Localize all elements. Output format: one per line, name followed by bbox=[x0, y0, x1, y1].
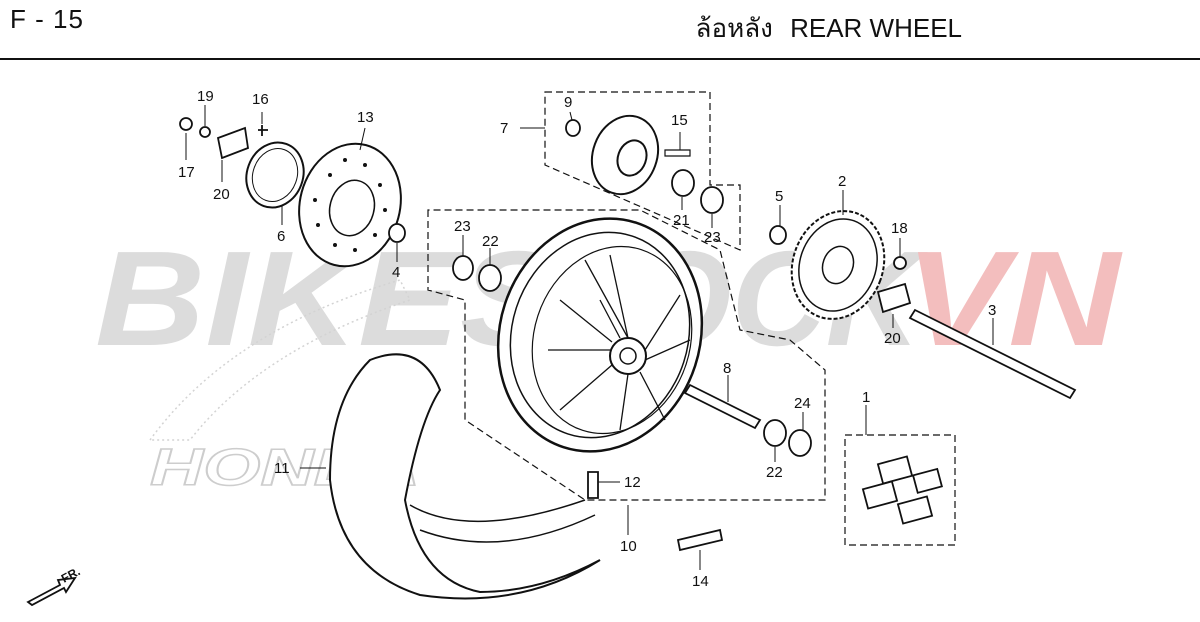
callout-14: 14 bbox=[692, 573, 709, 590]
callout-3: 3 bbox=[988, 302, 996, 319]
plate-20-right bbox=[876, 282, 912, 314]
callout-5: 5 bbox=[775, 188, 783, 205]
spacer-8 bbox=[683, 383, 762, 430]
header-divider bbox=[0, 58, 1200, 60]
valve-12 bbox=[587, 471, 599, 499]
callout-4: 4 bbox=[392, 264, 400, 281]
collar-5 bbox=[769, 225, 787, 245]
brake-disc bbox=[298, 142, 402, 268]
front-direction-arrow: FR. bbox=[26, 564, 82, 607]
callout-13: 13 bbox=[357, 109, 374, 126]
damper-rubber-d bbox=[911, 467, 943, 494]
collar-9 bbox=[565, 119, 581, 137]
nut-17 bbox=[179, 117, 193, 131]
washer-19 bbox=[199, 126, 211, 138]
wheel-rim bbox=[496, 217, 704, 453]
callout-16: 16 bbox=[252, 91, 269, 108]
small-parts bbox=[179, 117, 1077, 552]
bearing-22-right bbox=[763, 419, 787, 447]
callout-21: 21 bbox=[673, 212, 690, 229]
callout-10: 10 bbox=[620, 538, 637, 555]
callout-22-left: 22 bbox=[482, 233, 499, 250]
callout-7: 7 bbox=[500, 120, 508, 137]
title-english: REAR WHEEL bbox=[790, 13, 962, 43]
hub-group-frame bbox=[544, 91, 741, 251]
callout-23-left: 23 bbox=[454, 218, 471, 235]
seal-23-left bbox=[452, 255, 474, 281]
title-thai: ล้อหลัง bbox=[695, 13, 773, 43]
seal-23-top bbox=[700, 186, 724, 214]
tire bbox=[328, 353, 601, 600]
wheel-group-frame bbox=[427, 209, 826, 501]
axle-3 bbox=[908, 308, 1077, 400]
bearing-22-left bbox=[478, 264, 502, 292]
page-code: F - 15 bbox=[10, 4, 84, 34]
arrow-icon bbox=[26, 576, 77, 607]
plate-20-left bbox=[216, 126, 249, 160]
sprocket bbox=[790, 210, 886, 320]
damper-rubber-c bbox=[896, 495, 934, 525]
sprocket-hub-flange bbox=[590, 114, 691, 196]
weight-14 bbox=[676, 528, 724, 552]
collar-4 bbox=[388, 223, 406, 243]
leader-lines bbox=[185, 105, 994, 570]
nut-18 bbox=[893, 256, 907, 270]
callout-numbers: 19 16 13 17 20 6 4 9 7 15 21 23 5 2 18 2… bbox=[178, 88, 996, 590]
callout-12: 12 bbox=[624, 474, 641, 491]
callout-8: 8 bbox=[723, 360, 731, 377]
callout-23-top: 23 bbox=[704, 229, 721, 246]
page-title: ล้อหลัง REAR WHEEL bbox=[686, 8, 962, 49]
callout-11: 11 bbox=[274, 460, 290, 477]
watermark-text-right: VN bbox=[905, 223, 1123, 374]
callout-17: 17 bbox=[178, 164, 195, 181]
callout-6: 6 bbox=[277, 228, 285, 245]
damper-rubber-b bbox=[861, 480, 899, 510]
pulser-ring bbox=[245, 141, 305, 209]
callout-18: 18 bbox=[891, 220, 908, 237]
o-ring-24 bbox=[788, 429, 812, 457]
damper-rubber-a bbox=[876, 455, 914, 485]
callout-20-right: 20 bbox=[884, 330, 901, 347]
callout-24: 24 bbox=[794, 395, 811, 412]
bearing-21 bbox=[671, 169, 695, 197]
callout-9: 9 bbox=[564, 94, 572, 111]
callout-15: 15 bbox=[671, 112, 688, 129]
assembly-frames bbox=[427, 91, 956, 546]
callout-1: 1 bbox=[862, 389, 870, 406]
bolt-16 bbox=[258, 125, 268, 136]
callout-22-right: 22 bbox=[766, 464, 783, 481]
callout-19: 19 bbox=[197, 88, 214, 105]
damper-group-frame bbox=[844, 434, 956, 546]
callout-2: 2 bbox=[838, 173, 846, 190]
callout-20-left: 20 bbox=[213, 186, 230, 203]
